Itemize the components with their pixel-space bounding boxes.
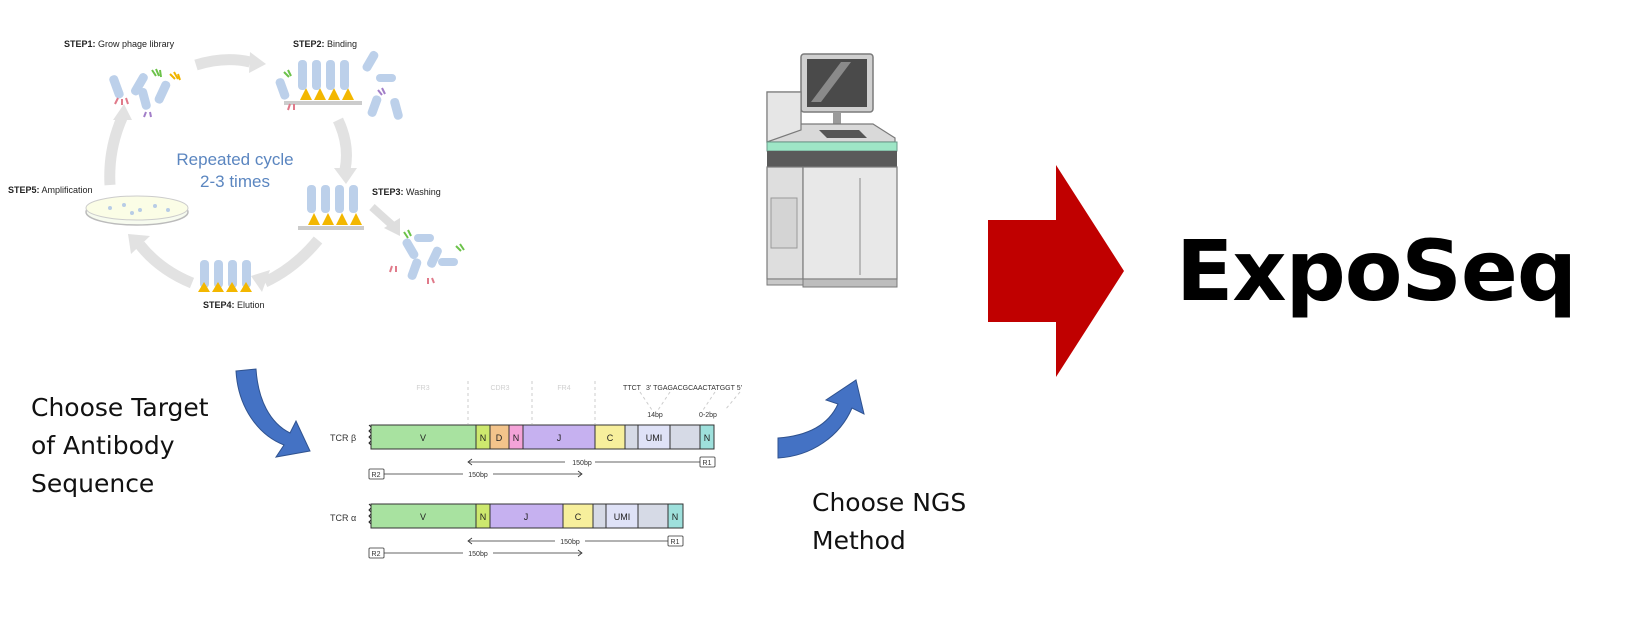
beta-read2-tag: R2 xyxy=(372,472,381,479)
alpha-umi-text: UMI xyxy=(614,512,631,522)
header-fr3: FR3 xyxy=(416,385,429,392)
alpha-c-text: C xyxy=(575,512,582,522)
phage-cluster-step2 xyxy=(275,50,403,120)
beta-n2-text: N xyxy=(513,433,520,443)
alpha-j-text: J xyxy=(524,512,529,522)
header-0-2bp: 0-2bp xyxy=(699,412,717,419)
choose-ngs-caption: Choose NGS Method xyxy=(812,488,967,555)
beta-read1-arrowhead xyxy=(467,458,473,466)
alpha-v-text: V xyxy=(420,512,426,522)
beta-n1-text: N xyxy=(480,433,487,443)
beta-v-text: V xyxy=(420,433,426,443)
beta-segment-j xyxy=(522,424,596,450)
header-fr4: FR4 xyxy=(557,385,570,392)
beta-read1-tag: R1 xyxy=(703,460,712,467)
step5-label: STEP5: Amplification xyxy=(8,185,93,195)
beta-segment-ttct xyxy=(624,424,639,450)
header-cdr3: CDR3 xyxy=(490,385,509,392)
washing-arrow xyxy=(369,204,395,228)
beta-read2-tag-box xyxy=(368,468,385,480)
cycle-arrowheads xyxy=(113,52,357,292)
beta-segment-umi xyxy=(637,424,671,450)
phage-cluster-step3 xyxy=(298,185,465,284)
step2-label: STEP2: Binding xyxy=(293,39,358,49)
phage-cycle-figure: STEP1: Grow phage library STEP2: Binding… xyxy=(0,0,480,330)
beta-read2-length: 150bp xyxy=(468,472,488,479)
tcr-beta-label: TCR β xyxy=(330,433,356,443)
phage-cluster-step4 xyxy=(198,260,252,292)
alpha-read1-tag-box xyxy=(667,535,684,547)
alpha-segment-n-end xyxy=(667,503,684,529)
beta-segment-v xyxy=(370,424,477,450)
beta-segment-n-end xyxy=(699,424,715,450)
tcr-beta-segments xyxy=(370,424,715,450)
step3-label: STEP3: Washing xyxy=(372,187,441,197)
tcr-alpha-segments xyxy=(370,503,684,529)
petri-dish xyxy=(85,195,189,226)
alpha-read2-arrowhead xyxy=(577,549,583,557)
beta-segment-c xyxy=(594,424,626,450)
beta-j-text: J xyxy=(557,433,562,443)
alpha-read2-tag-box xyxy=(368,547,385,559)
choose-target-caption: Choose Target of Antibody Sequence xyxy=(31,393,209,498)
beta-n-end-text: N xyxy=(704,433,711,443)
alpha-n1-text: N xyxy=(480,512,487,522)
alpha-read2-length: 150bp xyxy=(468,551,488,558)
alpha-read2-tag: R2 xyxy=(372,551,381,558)
alpha-n-end-text: N xyxy=(672,512,679,522)
step4-label: STEP4: Elution xyxy=(203,300,265,310)
header-sequence: 3' TGAGACGCAACTATGGT 5' xyxy=(646,385,742,392)
tcr-alpha-label: TCR α xyxy=(330,513,356,523)
phage-cycle-graphic xyxy=(85,50,465,292)
alpha-segment-c xyxy=(562,503,594,529)
blue-arrow-to-sequencer xyxy=(777,379,865,459)
alpha-segment-v xyxy=(370,503,477,529)
header-ttct: TTCT xyxy=(623,385,642,392)
phage-cluster-step1 xyxy=(109,68,181,118)
header-14bp: 14bp xyxy=(647,412,663,419)
beta-segment-gap xyxy=(669,424,701,450)
beta-read1-length: 150bp xyxy=(572,460,592,467)
blue-arrow-to-tcr xyxy=(235,368,311,458)
beta-d-text: D xyxy=(496,433,503,443)
beta-c-text: C xyxy=(607,433,614,443)
beta-read2-arrowhead xyxy=(577,470,583,478)
alpha-segment-j xyxy=(489,503,564,529)
alpha-read1-length: 150bp xyxy=(560,539,580,546)
cycle-arrows xyxy=(104,54,352,289)
red-arrow-right xyxy=(988,165,1124,377)
repeated-cycle-label: Repeated cycle 2-3 times xyxy=(176,150,294,191)
beta-umi-text: UMI xyxy=(646,433,663,443)
exposeq-brand-title: ExpoSeq xyxy=(1176,222,1577,320)
step1-label: STEP1: Grow phage library xyxy=(64,39,175,49)
tcr-diagram: FR3 CDR3 FR4 TTCT 3' TGAGACGCAACTATGGT 5… xyxy=(330,381,742,559)
alpha-segment-ttct xyxy=(592,503,607,529)
alpha-read1-tag: R1 xyxy=(671,539,680,546)
alpha-read1-arrowhead xyxy=(467,537,473,545)
beta-read1-tag-box xyxy=(699,456,716,468)
ngs-sequencer-illustration xyxy=(766,53,898,288)
alpha-segment-gap xyxy=(637,503,669,529)
